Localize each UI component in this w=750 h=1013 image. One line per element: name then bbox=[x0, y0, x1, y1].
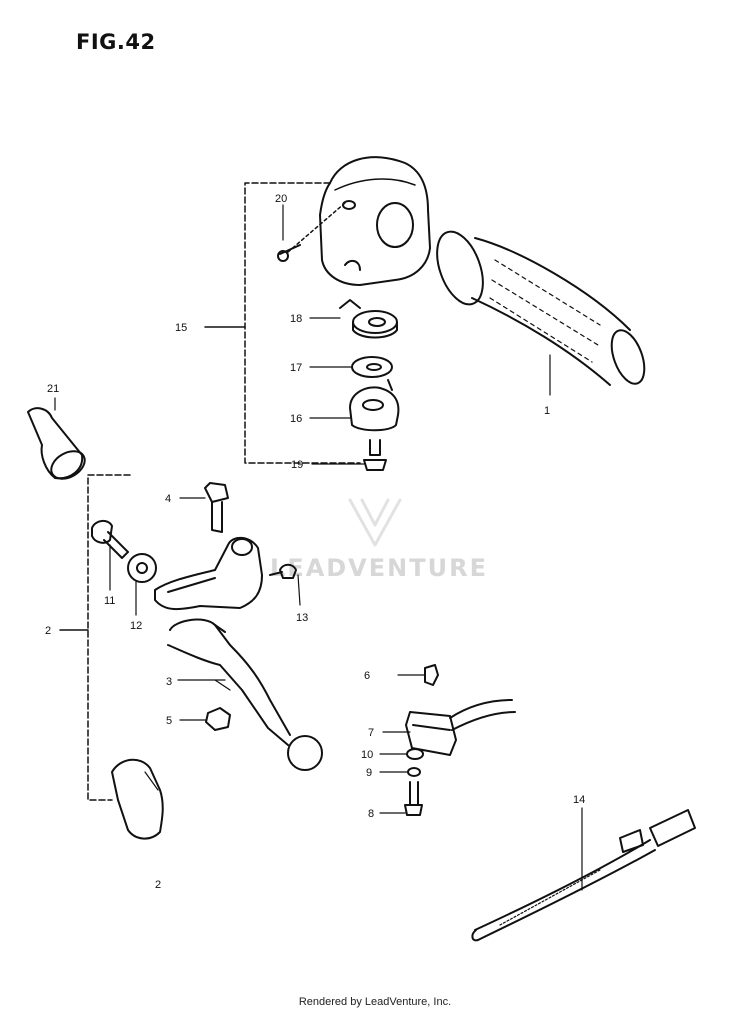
screw-13 bbox=[269, 563, 301, 606]
callout-18: 18 bbox=[290, 313, 302, 325]
callout-10: 10 bbox=[361, 749, 373, 761]
figure-title: FIG.42 bbox=[76, 30, 156, 54]
watermark-text: LEADVENTURE bbox=[270, 554, 488, 582]
callout-2: 2 bbox=[45, 625, 51, 637]
bracket-2 bbox=[59, 474, 131, 801]
leader-lines bbox=[177, 204, 365, 681]
callout-4: 4 bbox=[165, 493, 171, 505]
callout-5: 5 bbox=[166, 715, 172, 727]
part-16 bbox=[349, 386, 400, 432]
callout-16: 16 bbox=[290, 413, 302, 425]
screw-8 bbox=[379, 781, 423, 816]
washer-17 bbox=[351, 356, 393, 391]
grip-1 bbox=[436, 230, 646, 396]
cable-clamp-7 bbox=[382, 699, 516, 756]
switch-housing-15 bbox=[319, 156, 431, 286]
cover-2 bbox=[111, 758, 164, 840]
footer-credit: Rendered by LeadVenture, Inc. bbox=[298, 996, 452, 1008]
callout-7: 7 bbox=[368, 727, 374, 739]
nut-5 bbox=[179, 707, 231, 731]
callout-14: 14 bbox=[573, 794, 585, 806]
part-18 bbox=[339, 299, 398, 339]
callout-8: 8 bbox=[368, 808, 374, 820]
callout-9: 9 bbox=[366, 767, 372, 779]
callout-13: 13 bbox=[296, 612, 308, 624]
bolt-11 bbox=[91, 520, 129, 591]
callout-21: 21 bbox=[47, 383, 59, 395]
callout-2-lower: 2 bbox=[155, 879, 161, 891]
cable-tie-14 bbox=[471, 807, 696, 942]
washer-10 bbox=[379, 748, 424, 760]
boot-21 bbox=[27, 397, 86, 480]
callout-labels: 1 2 3 4 5 6 7 8 9 10 11 12 13 14 15 16 1… bbox=[45, 193, 585, 891]
lever-3 bbox=[167, 618, 323, 771]
callout-11: 11 bbox=[104, 595, 115, 607]
screw-19 bbox=[363, 439, 387, 471]
callout-3: 3 bbox=[166, 676, 172, 688]
screw-20 bbox=[277, 202, 346, 262]
nut-12 bbox=[127, 553, 157, 616]
callout-19: 19 bbox=[291, 459, 303, 471]
callout-15: 15 bbox=[175, 322, 187, 334]
screw-6 bbox=[397, 664, 439, 686]
callout-20: 20 bbox=[275, 193, 287, 205]
watermark-logo bbox=[348, 498, 402, 547]
callout-17: 17 bbox=[290, 362, 302, 374]
washer-9 bbox=[379, 767, 421, 777]
callout-1: 1 bbox=[544, 405, 550, 417]
callout-6: 6 bbox=[364, 670, 370, 682]
bolt-4 bbox=[179, 482, 229, 533]
bracket-15 bbox=[204, 182, 361, 464]
callout-12: 12 bbox=[130, 620, 142, 632]
lever-bracket bbox=[154, 536, 263, 611]
